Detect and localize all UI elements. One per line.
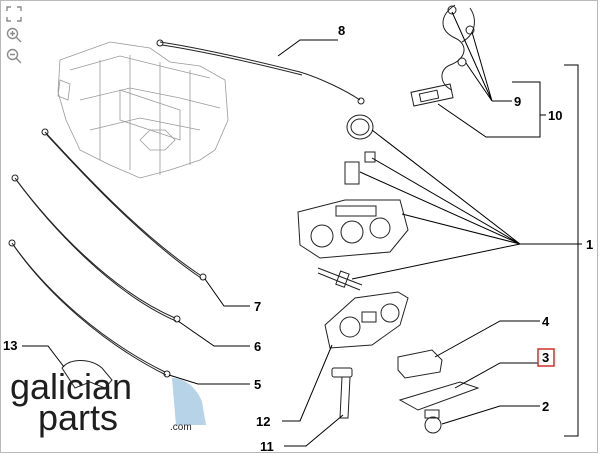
fit-to-view-icon bbox=[6, 6, 22, 22]
leader-lines bbox=[22, 11, 582, 447]
zoom-toolbar bbox=[6, 6, 24, 69]
cable-5 bbox=[8, 239, 171, 378]
callout-6[interactable]: 6 bbox=[254, 339, 261, 354]
callout-8[interactable]: 8 bbox=[338, 23, 345, 38]
zoom-out-button[interactable] bbox=[6, 48, 22, 64]
zoom-out-icon bbox=[6, 48, 22, 64]
switch-2 bbox=[424, 409, 442, 434]
callout-3[interactable]: 3 bbox=[542, 350, 549, 365]
watermark-line-1: galician bbox=[10, 366, 132, 407]
knob-parts bbox=[344, 151, 376, 185]
watermark-logo: galician parts .com bbox=[10, 366, 206, 438]
bracket-3 bbox=[398, 381, 480, 411]
callout-4[interactable]: 4 bbox=[542, 314, 550, 329]
wiring-harness-9 bbox=[410, 4, 475, 107]
watermark-suffix: .com bbox=[170, 422, 192, 433]
bezel-12 bbox=[324, 291, 409, 349]
watermark-line-2: parts bbox=[38, 397, 118, 438]
heater-housing-sketch bbox=[57, 41, 229, 179]
callout-5[interactable]: 5 bbox=[254, 377, 261, 392]
cable-8 bbox=[156, 39, 365, 105]
callout-2[interactable]: 2 bbox=[542, 399, 549, 414]
cable-7 bbox=[41, 128, 207, 281]
callout-1[interactable]: 1 bbox=[586, 237, 593, 252]
fit-to-view-button[interactable] bbox=[6, 6, 22, 22]
callout-9[interactable]: 9 bbox=[514, 94, 521, 109]
callout-13[interactable]: 13 bbox=[3, 338, 17, 353]
zoom-in-button[interactable] bbox=[6, 27, 22, 43]
bolt-11 bbox=[331, 367, 353, 419]
cable-6 bbox=[11, 174, 181, 323]
callout-7[interactable]: 7 bbox=[254, 299, 261, 314]
ring-part bbox=[346, 114, 374, 140]
callout-3-highlight bbox=[537, 348, 555, 367]
module-4 bbox=[397, 349, 443, 379]
zoom-in-icon bbox=[6, 27, 22, 43]
callout-12[interactable]: 12 bbox=[256, 414, 270, 429]
callout-11[interactable]: 11 bbox=[260, 439, 274, 454]
callout-10[interactable]: 10 bbox=[548, 108, 562, 123]
part-13 bbox=[61, 360, 113, 389]
rod-part bbox=[317, 267, 363, 291]
control-housing bbox=[297, 199, 409, 259]
